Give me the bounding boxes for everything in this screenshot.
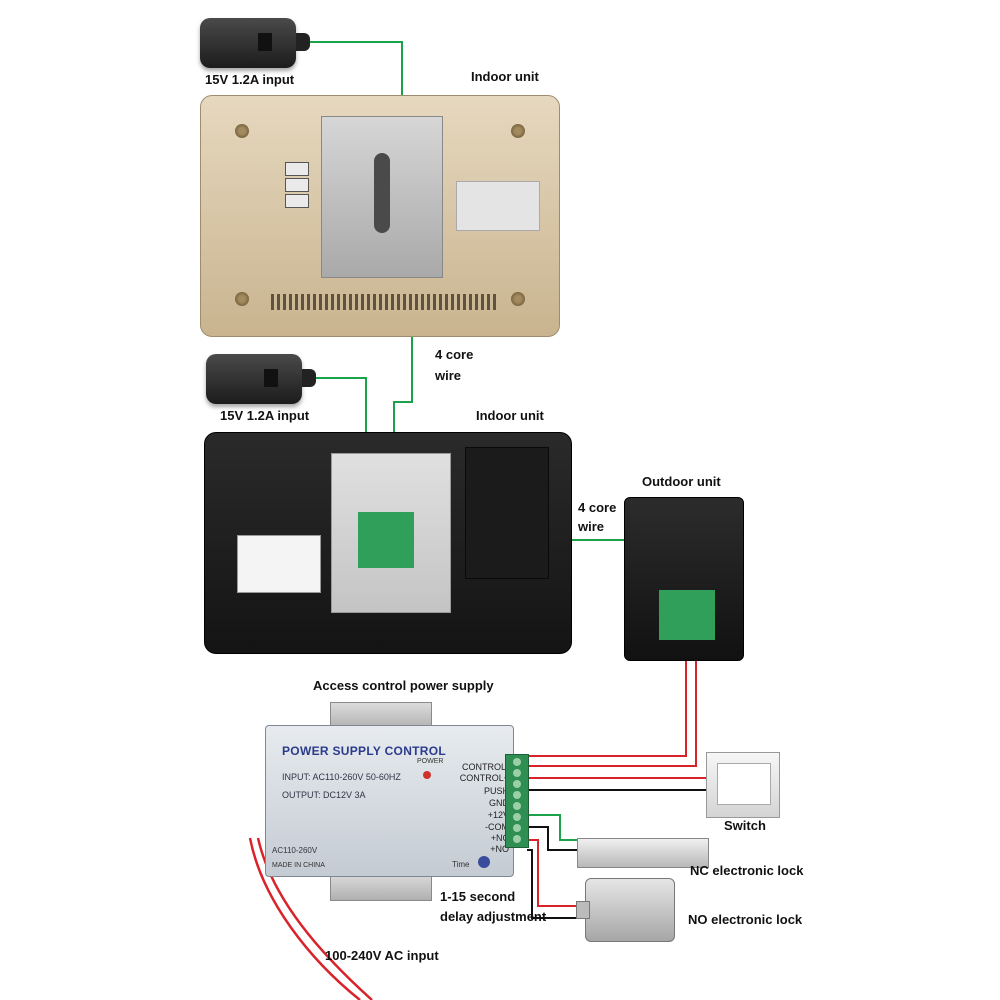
nc-lock-wire-1 [527, 814, 577, 841]
terminal-label: -COM [485, 822, 509, 832]
nc-lock-wire-2 [527, 826, 577, 851]
power-adapter-2 [206, 354, 316, 404]
adapter1-label: 15V 1.2A input [205, 72, 295, 87]
time-label: Time [452, 860, 470, 869]
access-power-label: Access control power supply [313, 678, 494, 693]
outdoor-connector-board [659, 590, 715, 640]
mounting-bracket [321, 116, 443, 278]
delay-label-line1: 1-15 second [440, 889, 516, 904]
indoor1-label: Indoor unit [471, 69, 539, 84]
adapter2-label: 15V 1.2A input [220, 408, 310, 423]
terminal-label: +NC [490, 833, 509, 843]
nc-lock-label: NC electronic lock [690, 863, 804, 878]
indoor2-label: Indoor unit [476, 408, 544, 423]
nc-electronic-lock [577, 838, 709, 868]
time-adjust-knob[interactable] [478, 856, 490, 868]
terminal-label: GND [489, 798, 509, 808]
no-electronic-lock [576, 878, 675, 942]
outdoor-unit [624, 497, 744, 661]
switch-label: Switch [724, 818, 766, 833]
ac-input-label: 100-240V AC input [325, 948, 439, 963]
connector-board [358, 512, 414, 568]
no-lock-label: NO electronic lock [688, 912, 803, 927]
delay-label-line2: delay adjustment [440, 909, 547, 924]
product-sticker [456, 181, 540, 231]
wire1-label-line2: wire [435, 368, 462, 383]
psu-made-in: MADE IN CHINA [272, 862, 325, 869]
wire2-label-line2: wire [578, 519, 605, 534]
product-label [237, 535, 321, 593]
psu-ac-label: AC110-260V [272, 846, 318, 855]
mounting-bracket-2 [331, 453, 451, 613]
back-cover [465, 447, 549, 579]
power-led-label: POWER [417, 758, 444, 765]
power-adapter-1 [200, 18, 310, 68]
terminal-label: CONTROL+ [459, 773, 509, 783]
indoor-unit-2 [204, 432, 572, 654]
no-lock-wire-2 [527, 849, 585, 919]
outdoor-to-psu-wire-2 [527, 652, 697, 767]
psu-bottom-flange [330, 873, 432, 901]
psu-output-spec: OUTPUT: DC12V 3A [282, 790, 366, 800]
wire1-label-line1: 4 core [435, 347, 474, 362]
terminal-label: PUSH [483, 786, 509, 796]
key-icon [717, 763, 771, 805]
access-control-power-supply: POWER SUPPLY CONTROL POWER INPUT: AC110-… [265, 725, 514, 877]
terminal-label: +NO [490, 844, 509, 854]
no-lock-wire-1 [527, 839, 585, 907]
outdoor-to-psu-wire-1 [527, 652, 687, 757]
terminal-label: +12V [487, 810, 509, 820]
wire2-label-line1: 4 core [578, 500, 617, 515]
vent-grille [271, 294, 496, 310]
psu-title: POWER SUPPLY CONTROL [282, 744, 447, 758]
power-led [423, 771, 431, 779]
indoor-unit-1 [200, 95, 560, 337]
exit-switch [706, 752, 780, 818]
terminal-label: CONTROL- [462, 762, 509, 772]
ac-input-cable-2 [256, 837, 373, 1000]
outdoor-label: Outdoor unit [642, 474, 721, 489]
terminal-block [505, 754, 529, 848]
psu-input-spec: INPUT: AC110-260V 50-60HZ [282, 772, 401, 782]
ac-input-cable [248, 837, 361, 1000]
